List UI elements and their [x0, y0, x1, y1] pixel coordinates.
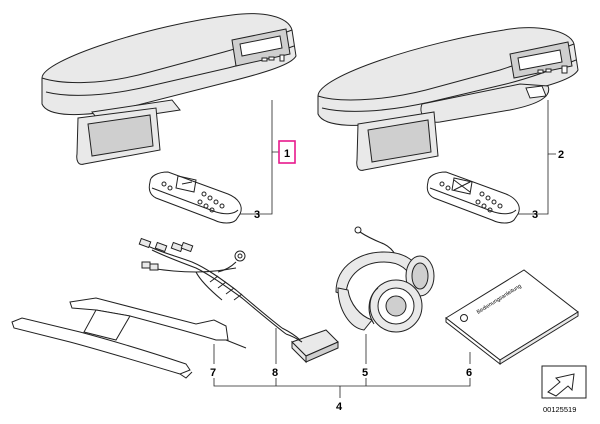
- reference-number: 00125519: [543, 405, 576, 414]
- owners-manual: Bedienungsanleitung: [445, 269, 579, 366]
- part-label-4: 4: [336, 401, 343, 413]
- part-label-6: 6: [466, 367, 472, 379]
- part-label-3b: 3: [532, 209, 538, 221]
- remote-control-b: [426, 171, 520, 224]
- part-label-7: 7: [210, 367, 216, 379]
- arrow-icon: [547, 373, 575, 397]
- part-label-3a: 3: [254, 209, 260, 221]
- overhead-console-unit-2: [317, 27, 579, 171]
- part-1-highlight-box: [278, 140, 296, 164]
- part-label-2: 2: [558, 149, 564, 161]
- leader-lines: [213, 100, 556, 398]
- reference-arrow-box: [541, 365, 587, 399]
- part-label-5: 5: [362, 367, 368, 379]
- wiring-harness: [138, 237, 339, 364]
- mounting-bracket: [11, 297, 247, 379]
- headphones: [335, 226, 435, 333]
- overhead-console-unit-1: [41, 13, 297, 165]
- remote-control-a: [148, 171, 242, 224]
- part-label-8: 8: [272, 367, 278, 379]
- part-label-1: 1: [284, 148, 290, 160]
